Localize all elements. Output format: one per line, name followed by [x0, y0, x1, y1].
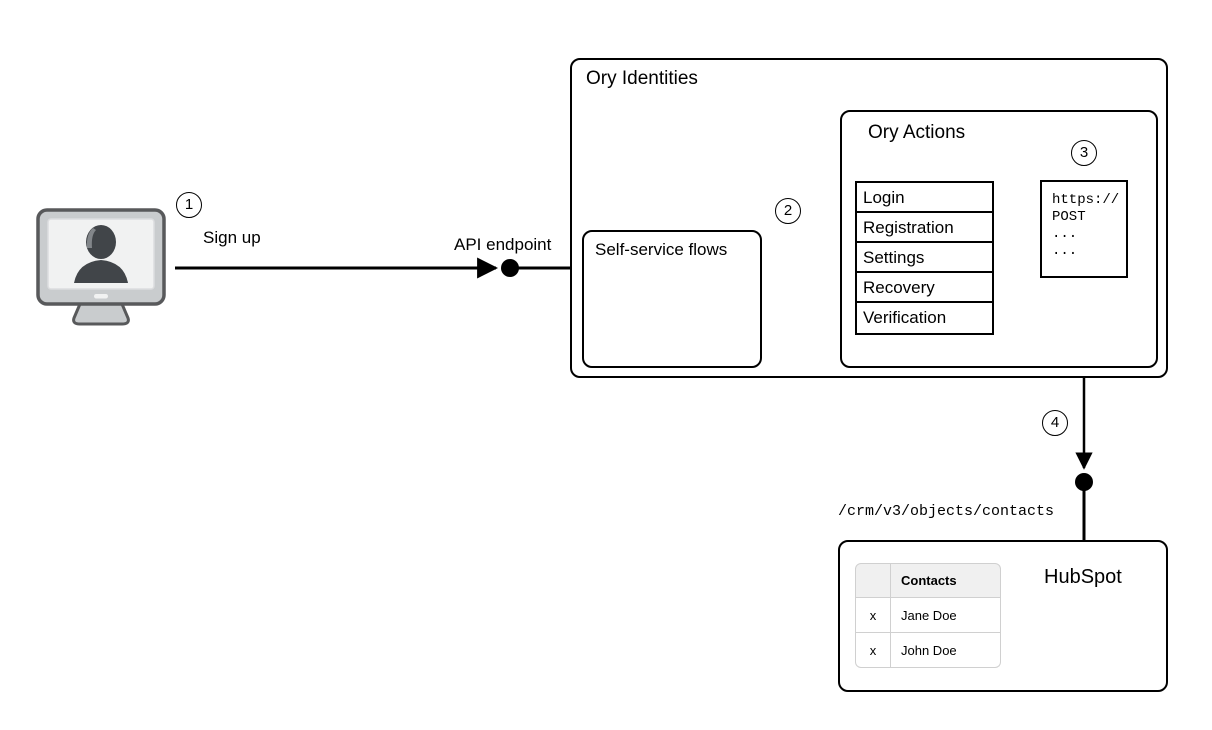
hubspot-contacts-table: Contacts x Jane Doe x John Doe — [855, 563, 1001, 668]
table-header-contacts: Contacts — [891, 563, 1001, 598]
flow-row-recovery[interactable]: Recovery — [857, 273, 992, 303]
step-marker-4: 4 — [1042, 410, 1068, 436]
row-contact-name: John Doe — [891, 633, 1001, 668]
flow-row-registration[interactable]: Registration — [857, 213, 992, 243]
self-service-flows-title: Self-service flows — [595, 240, 728, 259]
hubspot-endpoint-dot — [1075, 473, 1093, 491]
table-row[interactable]: x Jane Doe — [855, 598, 1001, 633]
row-contact-name: Jane Doe — [891, 598, 1001, 633]
step-marker-1: 1 — [176, 192, 202, 218]
row-marker[interactable]: x — [855, 598, 891, 633]
webhook-line-method: POST — [1052, 209, 1086, 225]
flow-row-login[interactable]: Login — [857, 183, 992, 213]
self-service-flows-box — [582, 230, 762, 368]
ory-identities-title: Ory Identities — [586, 68, 698, 89]
table-row[interactable]: x John Doe — [855, 633, 1001, 668]
webhook-line-ellipsis-2: ... — [1052, 243, 1078, 259]
table-header-row: Contacts — [855, 563, 1001, 598]
self-service-flow-list: Login Registration Settings Recovery Ver… — [855, 181, 994, 335]
flow-row-settings[interactable]: Settings — [857, 243, 992, 273]
crm-endpoint-path-label: /crm/v3/objects/contacts — [838, 503, 1055, 520]
ory-actions-title: Ory Actions — [868, 122, 966, 143]
row-marker[interactable]: x — [855, 633, 891, 668]
hubspot-title: HubSpot — [1044, 566, 1122, 588]
sign-up-label: Sign up — [203, 228, 261, 247]
api-endpoint-label: API endpoint — [454, 235, 552, 254]
webhook-config-card: https:// POST ... ... — [1040, 180, 1128, 278]
flow-row-verification[interactable]: Verification — [863, 308, 947, 327]
api-endpoint-dot — [501, 259, 519, 277]
user-monitor-icon — [36, 208, 166, 331]
webhook-line-url: https:// — [1052, 192, 1120, 208]
step-marker-2: 2 — [775, 198, 801, 224]
step-marker-3: 3 — [1071, 140, 1097, 166]
table-header-select — [855, 563, 891, 598]
webhook-line-ellipsis-1: ... — [1052, 226, 1078, 242]
